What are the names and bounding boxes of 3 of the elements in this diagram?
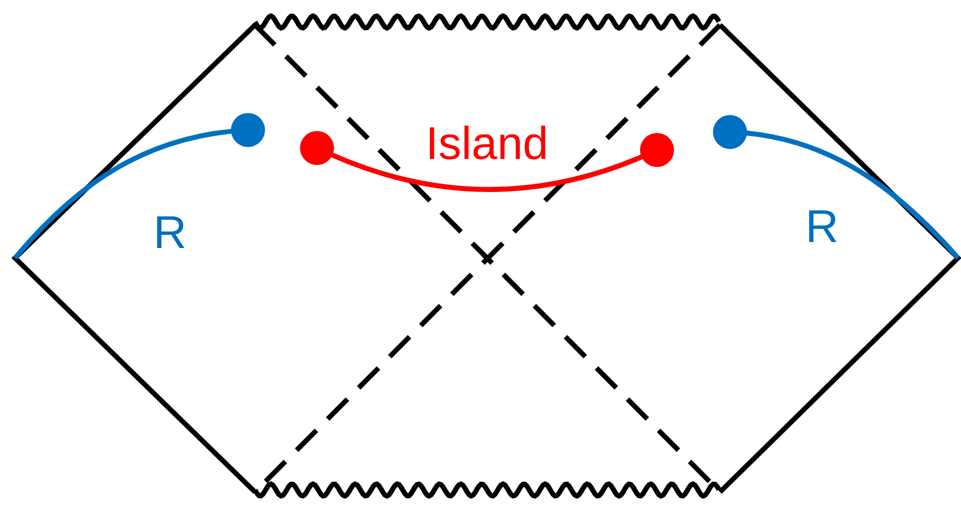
island-label: Island xyxy=(426,120,548,166)
region-label: R xyxy=(153,209,187,255)
region-label: R xyxy=(805,203,839,249)
